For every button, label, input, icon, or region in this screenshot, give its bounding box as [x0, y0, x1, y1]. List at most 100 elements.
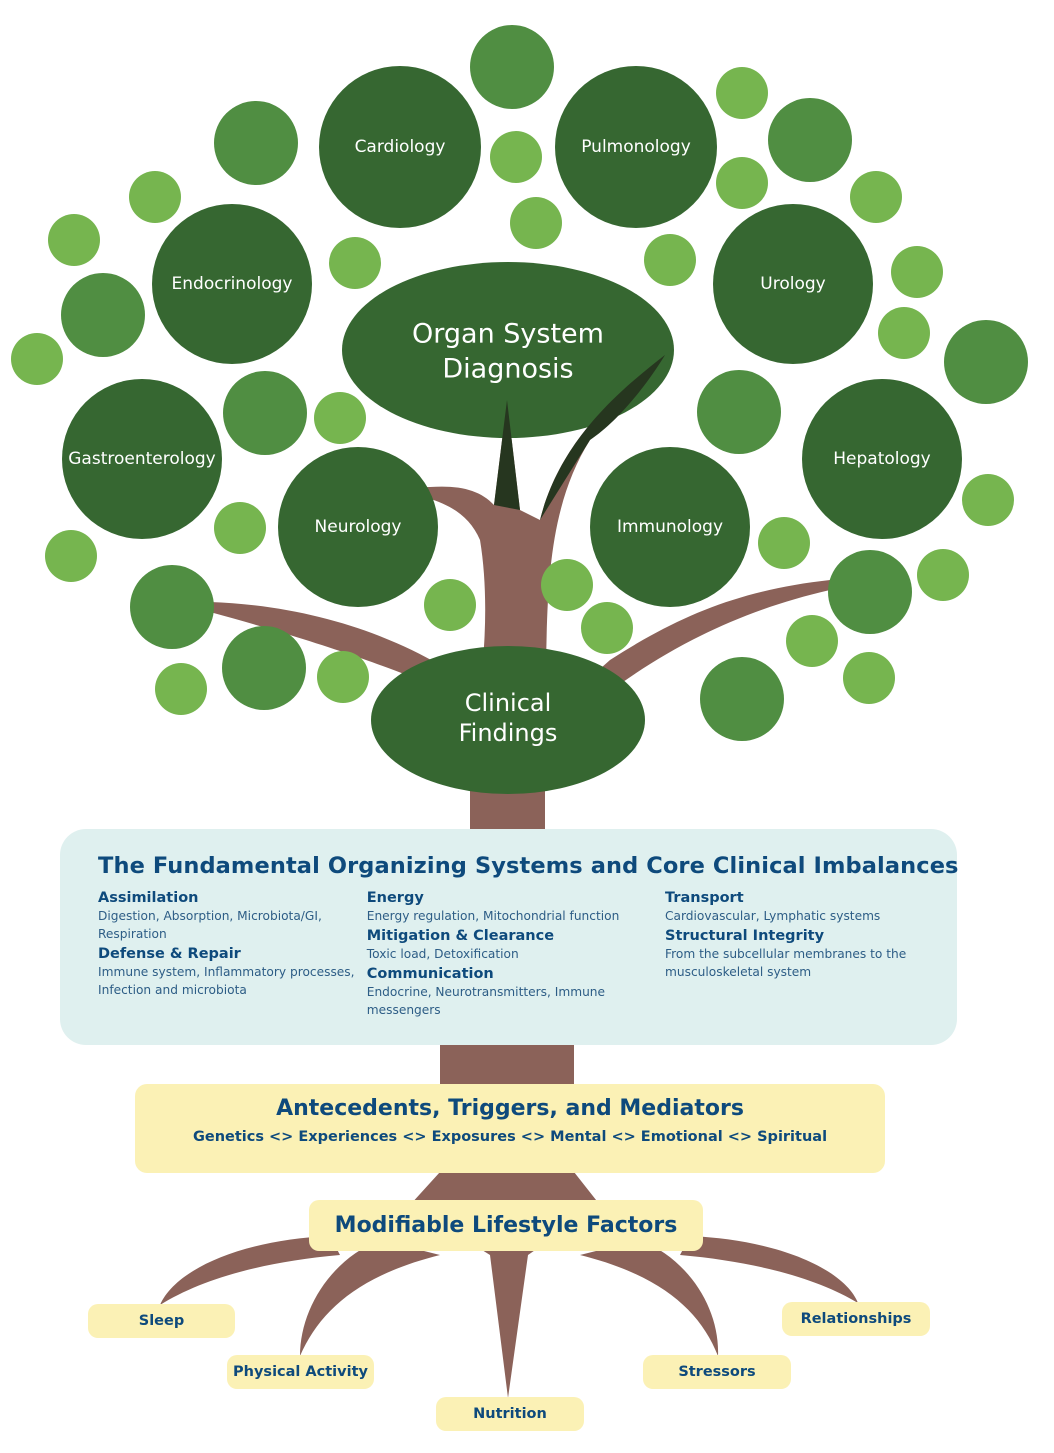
specialty-label: Pulmonology — [581, 137, 691, 157]
system-name: Communication — [366, 966, 494, 982]
leaf-circle — [944, 320, 1028, 404]
specialty-circle — [319, 66, 481, 228]
specialty-node: Cardiology — [319, 66, 481, 228]
leaf-circle — [878, 307, 930, 359]
leaf-circle — [45, 530, 97, 582]
leaf-circle — [48, 214, 100, 266]
leaf-circle — [470, 25, 554, 109]
leaf-circle — [424, 579, 476, 631]
core-systems-panel: The Fundamental Organizing Systems and C… — [60, 829, 959, 1045]
factor-stressors: Stressors — [643, 1355, 791, 1389]
leaf-circle — [697, 370, 781, 454]
antecedents-panel: Antecedents, Triggers, and Mediators Gen… — [135, 1084, 885, 1173]
leaf-circle — [510, 197, 562, 249]
system-name: Mitigation & Clearance — [366, 928, 555, 944]
leaf-circle — [214, 101, 298, 185]
trunk-main — [375, 355, 665, 829]
leaf-circle — [317, 651, 369, 703]
factor-nutrition: Nutrition — [436, 1397, 584, 1431]
leaf-circle — [850, 171, 902, 223]
specialty-circle — [62, 379, 222, 539]
lifestyle-factors-title: Modifiable Lifestyle Factors — [309, 1200, 703, 1251]
specialty-circle — [590, 447, 750, 607]
trunk-tip — [494, 355, 665, 520]
leaf-circle — [214, 502, 266, 554]
leaf-circle — [155, 663, 207, 715]
organ-system-diagnosis-node: Organ System Diagnosis — [342, 262, 674, 520]
core-systems-title: The Fundamental Organizing Systems and C… — [98, 853, 959, 879]
system-desc: From the subcellular membranes to the mu… — [665, 947, 907, 979]
antecedents-subtitle: Genetics <> Experiences <> Exposures <> … — [192, 1129, 828, 1145]
specialty-node: Endocrinology — [152, 204, 312, 364]
clinical-findings-node: Clinical Findings — [371, 646, 645, 794]
specialty-label: Cardiology — [355, 137, 446, 157]
root-stressors — [580, 1240, 719, 1356]
leaf-circle — [541, 559, 593, 611]
system-desc: Toxic load, Detoxification — [366, 947, 519, 961]
leaf-circle — [130, 565, 214, 649]
system-desc: Digestion, Absorption, Microbiota/GI, Re… — [98, 909, 322, 941]
specialty-node: Pulmonology — [555, 66, 717, 228]
root-physical — [300, 1240, 440, 1356]
leaf-circle — [314, 392, 366, 444]
leaf-circle — [11, 333, 63, 385]
specialty-circle — [555, 66, 717, 228]
leaf-circle — [768, 98, 852, 182]
leaf-circle — [962, 474, 1014, 526]
system-desc: Immune system, Inflammatory processes, I… — [98, 965, 355, 997]
leaf-circle — [581, 602, 633, 654]
leaf-circle — [700, 657, 784, 741]
specialty-label: Hepatology — [833, 449, 931, 469]
system-name: Transport — [665, 890, 744, 906]
specialty-circle — [713, 204, 873, 364]
leaf-circle — [223, 371, 307, 455]
specialty-node: Hepatology — [802, 379, 962, 539]
leaf-circle — [644, 234, 696, 286]
factor-sleep: Sleep — [88, 1304, 235, 1338]
specialty-circle — [152, 204, 312, 364]
specialty-label: Immunology — [617, 517, 723, 537]
specialty-label: Endocrinology — [172, 274, 293, 294]
specialty-node: Immunology — [590, 447, 750, 607]
core-column-2: Energy Energy regulation, Mitochondrial … — [367, 887, 665, 1019]
top-node-line-2: Diagnosis — [442, 354, 573, 385]
specialty-node: Urology — [713, 204, 873, 364]
top-node-line-1: Organ System — [412, 319, 604, 350]
leaf-circle — [758, 517, 810, 569]
leaf-circle — [716, 67, 768, 119]
factor-physical-activity: Physical Activity — [227, 1355, 374, 1389]
leaf-circle — [490, 131, 542, 183]
leaf-circle — [843, 652, 895, 704]
system-name: Assimilation — [98, 890, 199, 906]
leaf-circle — [61, 273, 145, 357]
specialty-circle — [278, 447, 438, 607]
leaf-circle — [222, 626, 306, 710]
antecedents-title: Antecedents, Triggers, and Mediators — [276, 1096, 744, 1121]
leaf-circle — [329, 237, 381, 289]
specialty-node: Gastroenterology — [62, 379, 222, 539]
specialty-label: Neurology — [315, 517, 402, 537]
leaf-circle — [786, 615, 838, 667]
leaf-circles — [11, 25, 1028, 741]
root-sleep — [160, 1236, 340, 1305]
bottom-node-line-1: Clinical — [465, 689, 552, 717]
system-name: Defense & Repair — [98, 946, 241, 962]
core-systems-columns: Assimilation Digestion, Absorption, Micr… — [98, 887, 921, 1019]
root-relationships — [680, 1236, 858, 1303]
specialty-node: Neurology — [278, 447, 438, 607]
system-desc: Energy regulation, Mitochondrial functio… — [366, 909, 620, 923]
specialty-label: Gastroenterology — [68, 449, 215, 469]
system-name: Energy — [366, 890, 424, 906]
bottom-node-line-2: Findings — [459, 719, 558, 747]
leaf-circle — [129, 171, 181, 223]
core-column-1: Assimilation Digestion, Absorption, Micr… — [98, 887, 367, 1019]
leaf-circle — [828, 550, 912, 634]
leaf-circle — [716, 157, 768, 209]
system-name: Structural Integrity — [665, 928, 825, 944]
system-desc: Endocrine, Neurotransmitters, Immune mes… — [366, 985, 606, 1017]
specialty-label: Urology — [760, 274, 825, 294]
factor-relationships: Relationships — [782, 1302, 930, 1336]
specialty-circle — [802, 379, 962, 539]
system-desc: Cardiovascular, Lymphatic systems — [665, 909, 881, 923]
